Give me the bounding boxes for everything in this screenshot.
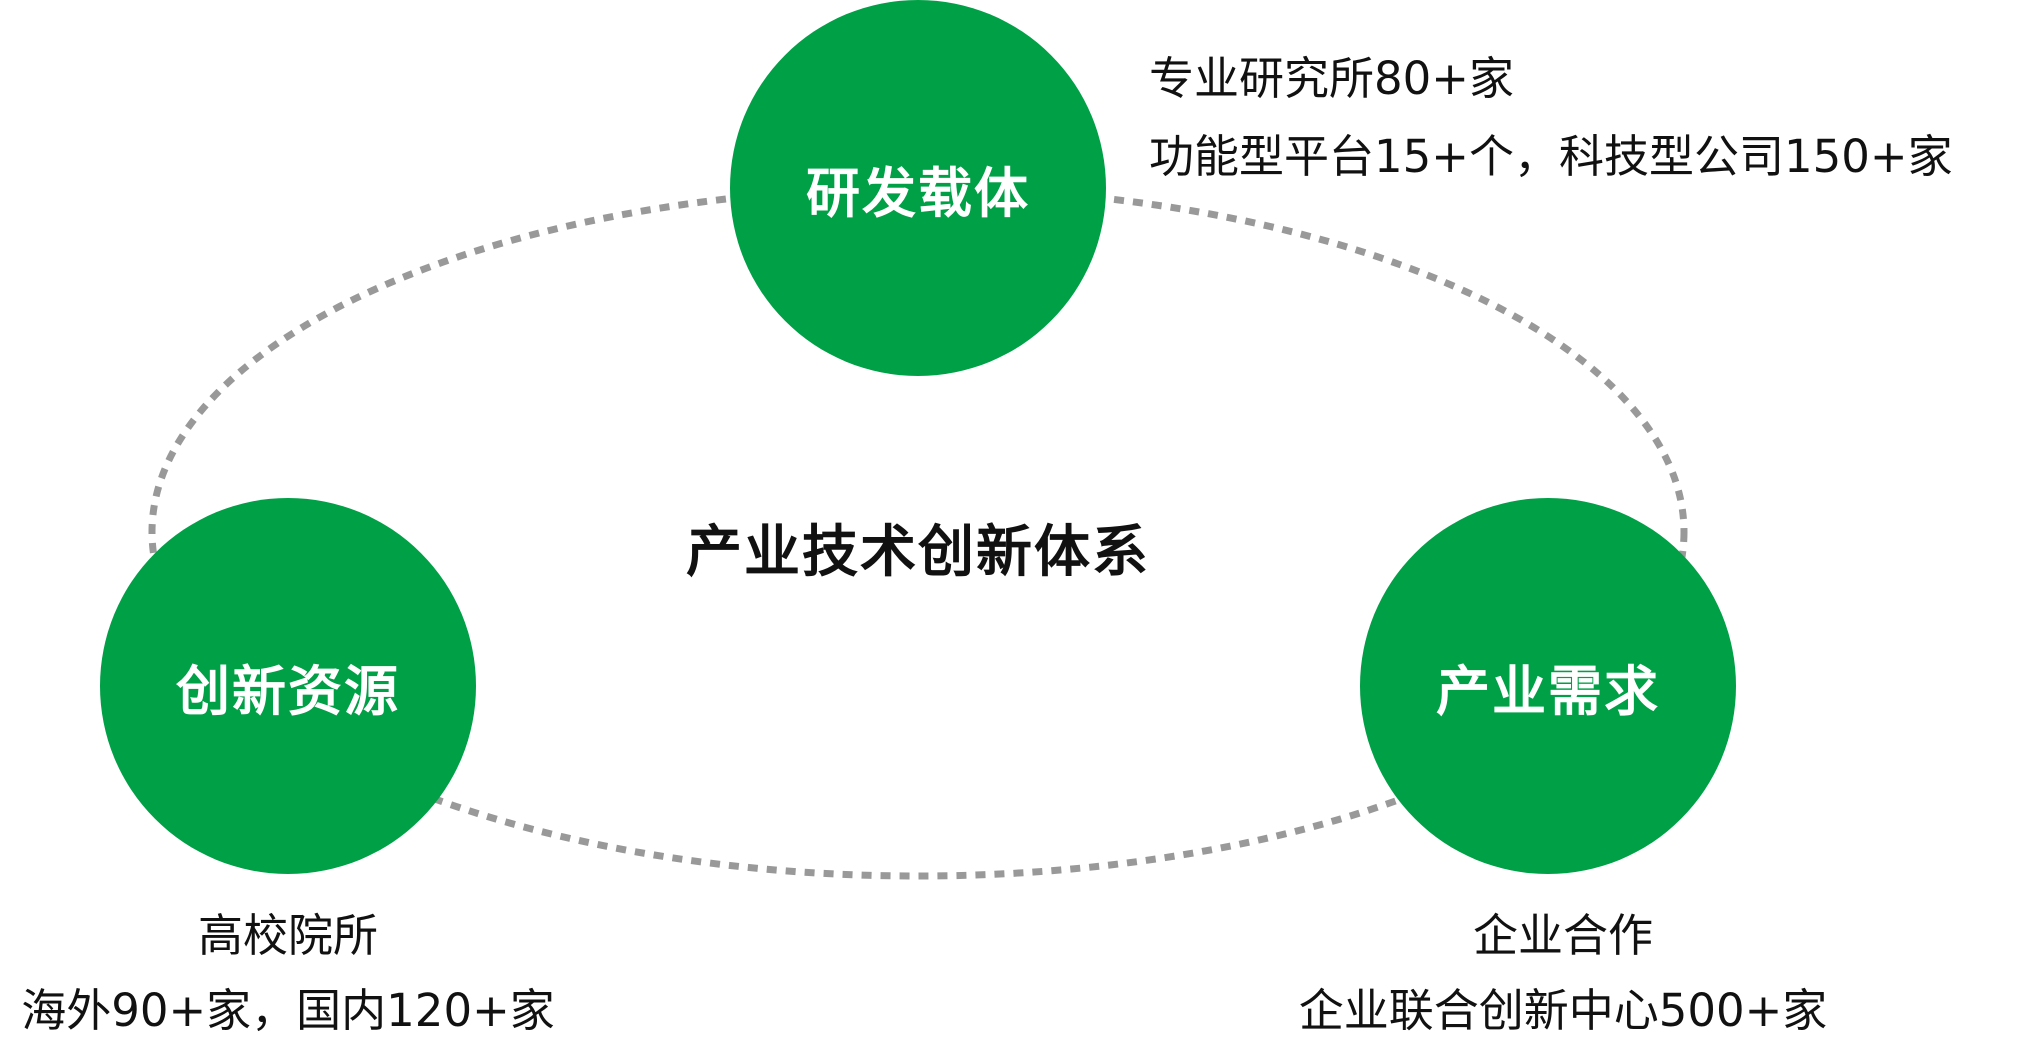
node-label: 产业需求 — [1436, 659, 1660, 723]
node-label: 创新资源 — [176, 659, 400, 723]
rd-carrier-line-2: 功能型平台15+个，科技型公司150+家 — [1149, 130, 1953, 183]
node-rd-carrier: 研发载体 — [730, 0, 1106, 376]
node-innovation-resources: 创新资源 — [100, 498, 476, 874]
resources-line-2: 海外90+家，国内120+家 — [21, 984, 555, 1037]
demand-line-2: 企业联合创新中心500+家 — [1298, 984, 1828, 1037]
rd-carrier-line-1: 专业研究所80+家 — [1149, 52, 1514, 105]
demand-line-1: 企业合作 — [1472, 909, 1654, 962]
diagram-title: 产业技术创新体系 — [686, 520, 1150, 585]
node-industry-demand: 产业需求 — [1360, 498, 1736, 874]
node-label: 研发载体 — [806, 161, 1030, 225]
resources-line-1: 高校院所 — [197, 909, 379, 962]
